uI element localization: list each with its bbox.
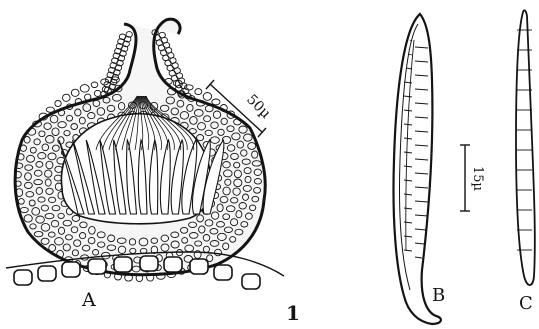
wall-cell [80, 85, 89, 93]
substrate-cell [140, 256, 158, 271]
ascospore-outline [516, 10, 535, 285]
panel-label-a: A [81, 289, 96, 311]
wall-cell [195, 89, 202, 95]
ascus-outline [393, 14, 440, 324]
substrate-cell [88, 259, 106, 274]
wall-cell [71, 89, 79, 96]
substrate-cell [14, 270, 32, 285]
panel-label-c: C [519, 293, 533, 314]
wall-cell [203, 93, 211, 101]
wall-cell [212, 99, 220, 105]
wall-cell [94, 90, 100, 96]
substrate-cell [190, 259, 208, 274]
wall-cell [55, 101, 61, 107]
wall-cell [91, 82, 98, 88]
scale-bar-b [460, 145, 470, 211]
substrate-cell [114, 257, 132, 272]
wall-cell [63, 94, 71, 101]
substrate-cell [38, 266, 56, 281]
substrate-cell [164, 257, 182, 272]
wall-cell [85, 94, 91, 100]
panel-label-b: B [432, 285, 445, 306]
wall-cell [159, 32, 165, 38]
scale-label-a: 50µ [243, 92, 273, 122]
substrate-cell [242, 274, 260, 289]
panel-b: 15µ B [393, 14, 485, 324]
wall-cell [46, 107, 54, 112]
scale-label-b: 15µ [470, 166, 485, 191]
panel-a: 50µ A [6, 19, 284, 311]
figure-number: 1 [286, 301, 300, 325]
panel-c: C [516, 10, 535, 314]
substrate-cell [62, 262, 80, 277]
substrate-cell [214, 265, 232, 280]
